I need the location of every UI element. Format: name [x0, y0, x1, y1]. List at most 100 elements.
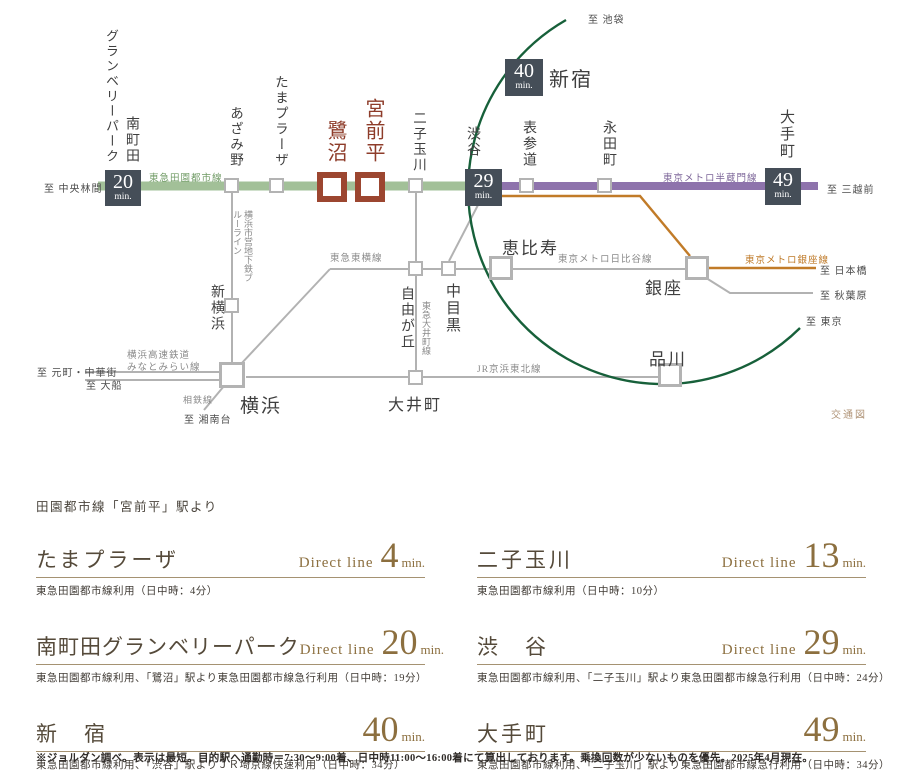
- line-label-denentoshi: 東急田園都市線: [149, 174, 223, 184]
- station-label-shinagawa: 品川: [649, 350, 687, 369]
- badge-49min: 49 min.: [765, 168, 801, 205]
- station-label-nagatacho: 永田町: [601, 120, 616, 168]
- entry-note: 東急田園都市線利用、「鷺沼」駅より東急田園都市線急行利用（日中時：19分）: [36, 673, 428, 684]
- entry-prefix: Direct line: [721, 642, 797, 658]
- entry-unit: min.: [401, 555, 425, 570]
- entry-minutes: 29: [803, 622, 840, 662]
- badge-49min-value: 49: [773, 169, 793, 191]
- terminal-motomachi: 至 元町・中華街: [37, 368, 118, 379]
- line-label-blueline: 横浜市営地下鉄ブルーライン: [232, 210, 253, 282]
- badge-29min: 29 min.: [465, 169, 502, 206]
- station-label-ebisu: 恵比寿: [502, 239, 559, 258]
- footnote: ※ジョルダン調べ。表示は最短。目的駅へ通勤時＝7:30～9:00着、日中時11:…: [36, 753, 814, 764]
- station-label-otemachi: 大手町: [778, 109, 794, 160]
- station-label-shinyokohama: 新横浜: [209, 284, 224, 332]
- entry-minutes: 40: [362, 709, 399, 749]
- ginza-rails: [500, 194, 816, 270]
- station-label-granberrypark: グランベリーパーク: [104, 29, 119, 164]
- entry-note: 東急田園都市線利用（日中時：4分）: [36, 586, 218, 597]
- entry-prefix: Direct line: [721, 555, 797, 571]
- station-box-futakotamagawa: [408, 178, 423, 193]
- station-label-minamimachida: 南町田: [124, 116, 139, 164]
- terminal-nihombashi: 至 日本橋: [820, 266, 868, 277]
- station-box-ebisu: [489, 256, 513, 280]
- akihabara-rail: [702, 275, 813, 294]
- terminal-ikebukuro: 至 池袋: [588, 15, 625, 26]
- station-label-miyamaedaira: 宮前平: [362, 98, 384, 164]
- station-box-saginuma: [317, 172, 347, 202]
- terminal-akihabara: 至 秋葉原: [820, 291, 868, 302]
- entry-station: 二子玉川: [477, 548, 573, 572]
- entry-prefix: Direct line: [298, 555, 374, 571]
- line-label-minatomirai-row2: みなとみらい線: [127, 363, 201, 373]
- station-box-jiyugaoka: [408, 261, 423, 276]
- terminal-shonandai: 至 湘南台: [184, 415, 232, 426]
- access-heading: 田園都市線「宮前平」駅より: [36, 500, 218, 514]
- badge-40min: 40 min.: [505, 59, 543, 96]
- station-label-ginza: 銀座: [645, 279, 683, 298]
- station-label-azamino: あざみ野: [228, 106, 243, 168]
- route-map: 20 min. 29 min. 40 min. 49 min. 南町田 グランベ…: [37, 15, 875, 426]
- sotetsu-rail: [203, 385, 225, 411]
- line-label-ginza: 東京メトロ銀座線: [745, 256, 830, 266]
- rail-lines: [85, 18, 818, 411]
- entry-unit: min.: [420, 642, 445, 657]
- station-label-tamaplaza: たまプラーザ: [273, 75, 288, 168]
- entry-note: 東急田園都市線利用（日中時：10分）: [477, 586, 665, 597]
- badge-40min-unit: min.: [515, 81, 533, 91]
- gray-rails: [85, 190, 813, 411]
- entry-note: 東急田園都市線利用、「二子玉川」駅より東急田園都市線急行利用（日中時：24分）: [477, 673, 891, 684]
- badge-49min-unit: min.: [774, 190, 792, 200]
- entry-minutes: 49: [803, 709, 840, 749]
- line-label-sotetsu: 相鉄線: [183, 395, 214, 405]
- entry-station: 南町田グランベリーパーク: [36, 635, 300, 659]
- entry-prefix: Direct line: [299, 642, 375, 658]
- toyoko-yokohama-rail: [239, 268, 331, 366]
- terminal-mitsukoshimae: 至 三越前: [827, 185, 875, 196]
- entry-station: 大手町: [477, 722, 549, 746]
- station-box-azamino: [224, 178, 239, 193]
- station-label-jiyugaoka: 自由が丘: [399, 286, 414, 350]
- terminal-chuorinkan: 至 中央林間: [44, 184, 103, 195]
- station-label-omotesando: 表参道: [521, 120, 536, 168]
- badge-29min-value: 29: [473, 170, 494, 192]
- entry-station: 渋 谷: [477, 635, 549, 659]
- entry-minutes: 4: [380, 535, 399, 575]
- line-label-hanzomon: 東京メトロ半蔵門線: [663, 174, 758, 184]
- entry-minutes: 13: [803, 535, 840, 575]
- station-label-futakotamagawa: 二子玉川: [411, 111, 426, 173]
- line-label-oimachi: 東急大井町線: [421, 301, 431, 355]
- terminal-tokyo: 至 東京: [806, 317, 843, 328]
- entry-unit: min.: [401, 729, 425, 744]
- entry-unit: min.: [842, 642, 866, 657]
- station-label-shinjuku: 新宿: [549, 69, 593, 91]
- station-box-miyamaedaira: [355, 172, 385, 202]
- toyoko-shibuya-rail: [448, 204, 479, 262]
- entry-unit: min.: [842, 729, 866, 744]
- jr-yamanote-rail: [467, 18, 801, 386]
- badge-20min-value: 20: [113, 171, 133, 193]
- terminal-ofuna: 至 大船: [86, 381, 123, 392]
- station-label-oimachi: 大井町: [388, 397, 443, 414]
